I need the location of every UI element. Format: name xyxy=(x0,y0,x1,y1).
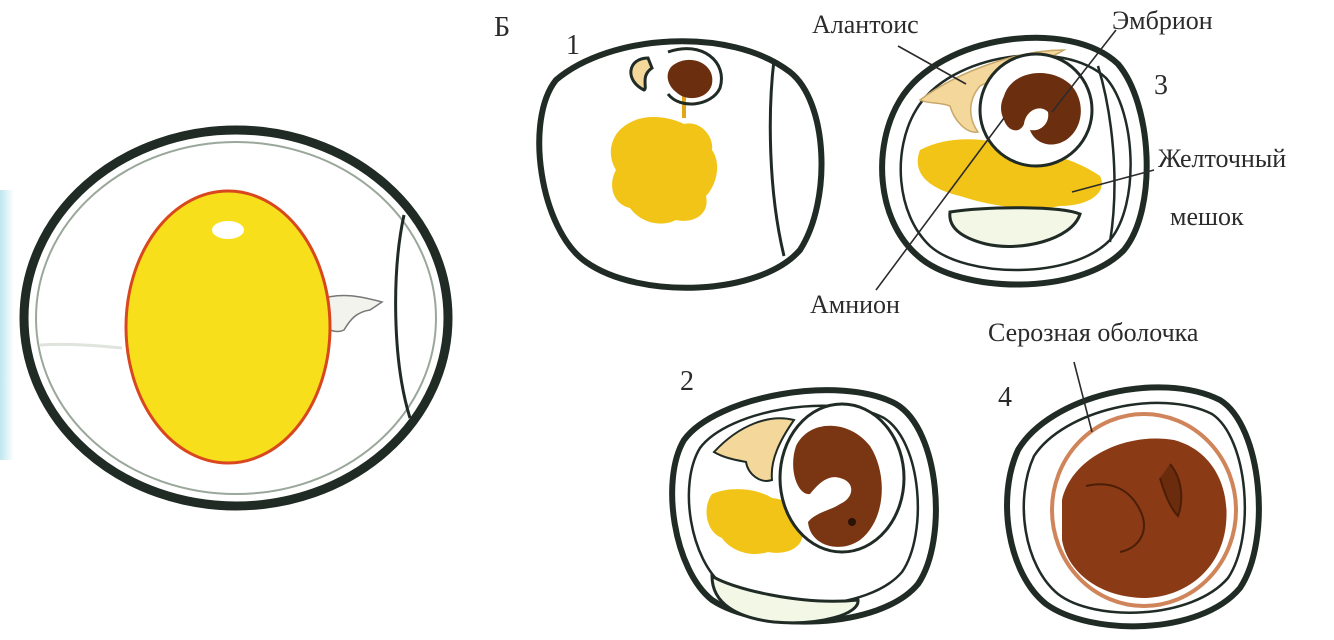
stage-number-2: 2 xyxy=(680,368,694,396)
large-egg xyxy=(24,130,448,506)
label-amnion: Амнион xyxy=(810,292,900,318)
stage-2-egg xyxy=(672,390,936,623)
stage-1-egg xyxy=(539,41,821,288)
label-yolk-sac-line2: мешок xyxy=(1170,204,1244,230)
stage-number-3: 3 xyxy=(1154,72,1168,100)
label-embryo: Эмбрион xyxy=(1112,8,1213,34)
label-yolk-sac-line1: Желточный xyxy=(1158,146,1286,172)
stage-3-egg xyxy=(882,38,1147,285)
stage-number-1: 1 xyxy=(566,32,580,60)
panel-letter: Б xyxy=(494,14,510,42)
germinal-disc xyxy=(212,221,244,239)
stage-4-egg xyxy=(1007,387,1259,626)
label-serous-membrane: Серозная оболочка xyxy=(988,320,1198,346)
stage-4-embryo xyxy=(1062,438,1227,598)
label-allantois: Алантоис xyxy=(812,12,919,38)
stage-2-yolk-navel xyxy=(848,518,856,526)
stage-number-4: 4 xyxy=(998,384,1012,412)
